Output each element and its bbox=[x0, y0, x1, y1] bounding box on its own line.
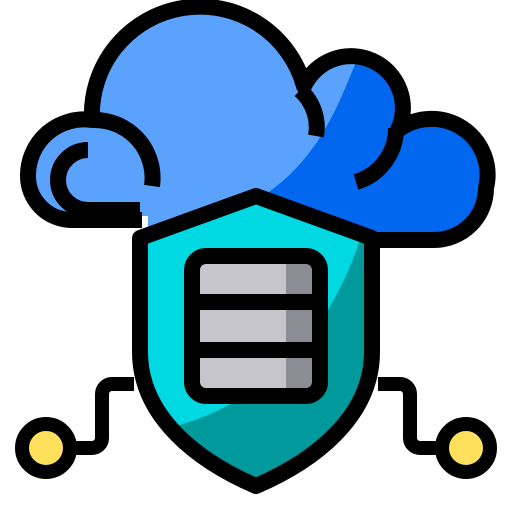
connector-line-left bbox=[72, 377, 134, 455]
cloud-hump-right bbox=[353, 127, 405, 190]
cloud-fill-dark bbox=[260, 62, 491, 239]
shield-fill-dark bbox=[176, 240, 368, 480]
cloud-icon bbox=[19, 0, 496, 248]
server-rack-icon bbox=[184, 248, 328, 404]
connection-node-left bbox=[15, 377, 134, 479]
server-outline bbox=[184, 248, 328, 404]
node-right-icon bbox=[435, 417, 497, 479]
connector-line-right bbox=[378, 377, 440, 455]
connection-node-right bbox=[378, 377, 497, 479]
node-left-icon bbox=[15, 417, 77, 479]
cloud-hump-left bbox=[91, 111, 161, 188]
cloud-hump-middle bbox=[294, 84, 325, 138]
shield-outline bbox=[132, 188, 380, 494]
cloud-swirl-left bbox=[50, 142, 140, 218]
